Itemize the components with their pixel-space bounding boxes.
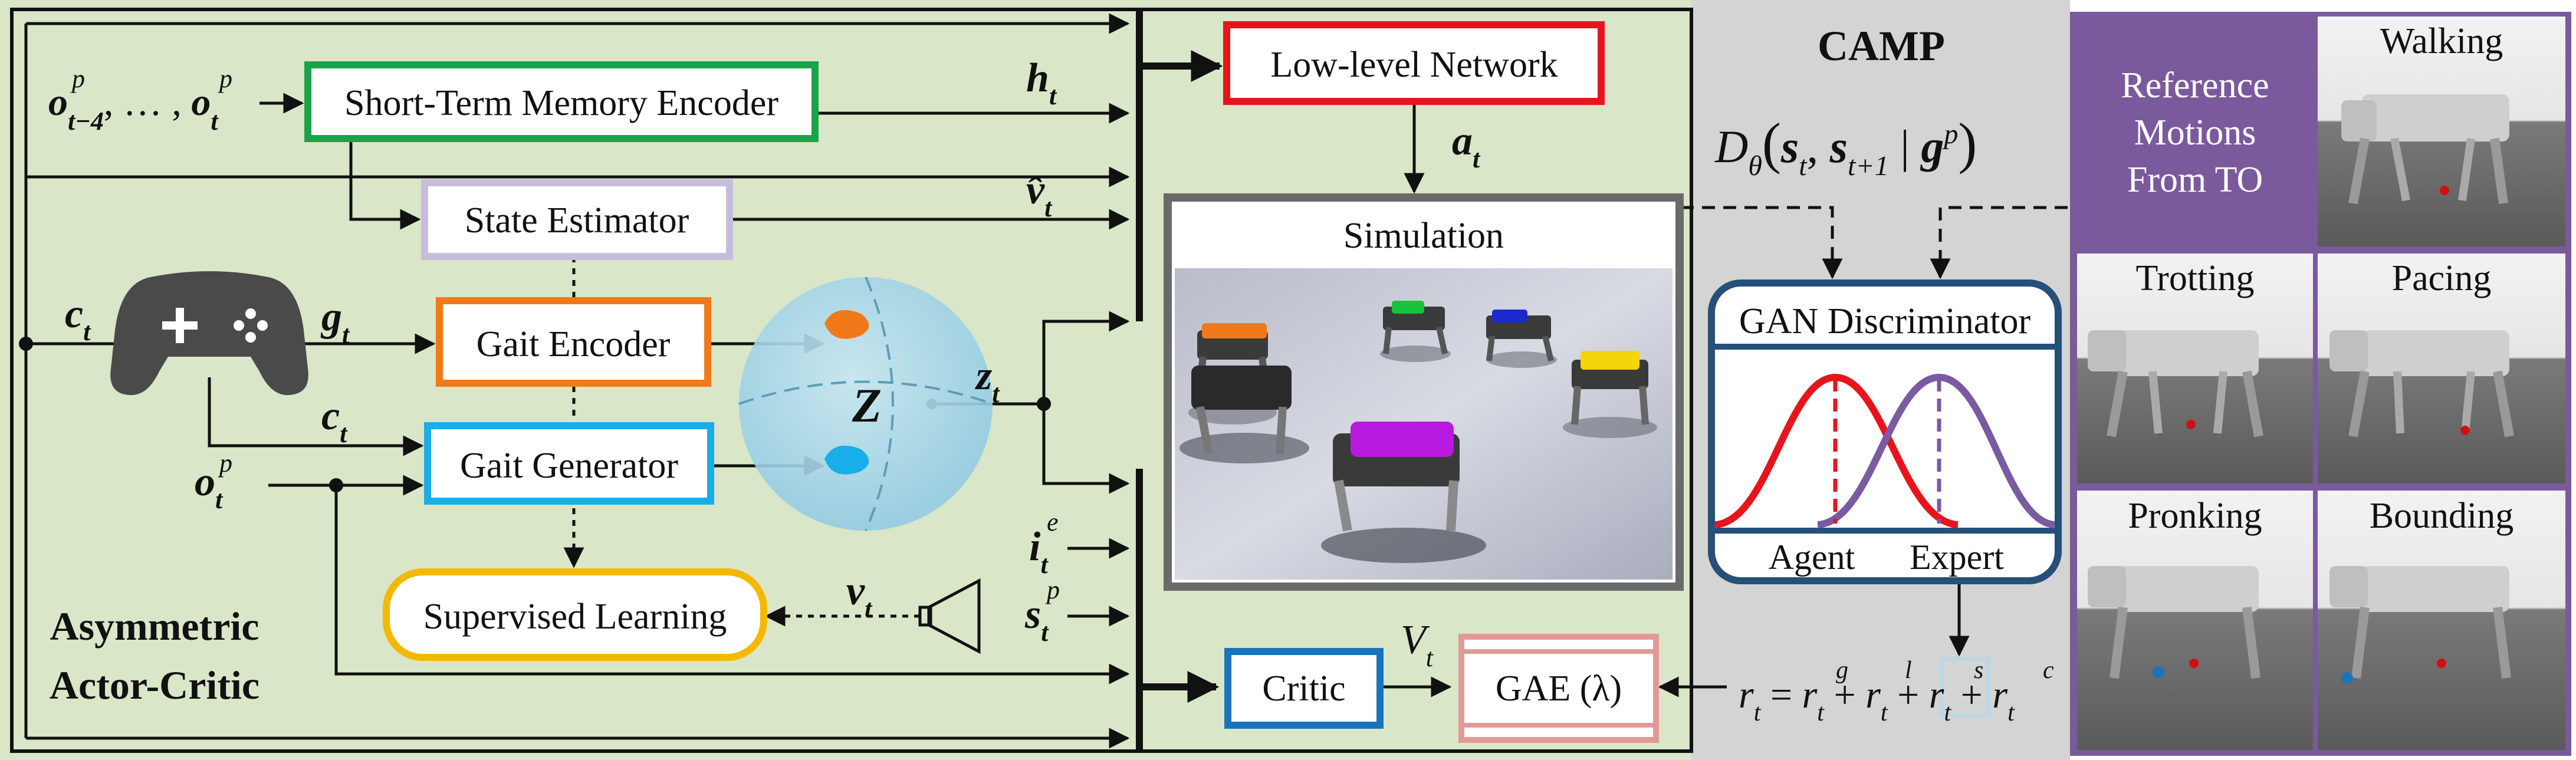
ref-title-line2: Motions [2134, 113, 2256, 153]
reward-sup-c: c [2043, 657, 2054, 684]
motion-label-trotting: Trotting [2135, 258, 2254, 298]
ref-title-line3: From TO [2127, 160, 2263, 200]
label-h: ht [1026, 55, 1057, 110]
label-Z: Z [852, 379, 882, 432]
label-z: zt [975, 353, 1000, 408]
gamepad-icon [110, 271, 308, 396]
label-a: at [1452, 119, 1481, 173]
motion-label-pronking: Pronking [2128, 496, 2262, 536]
ref-tile-pronking [2077, 491, 2313, 750]
obs-seq-sup-1: p [70, 64, 85, 93]
gae-box [1458, 634, 1659, 743]
short-term-memory-encoder-box [304, 61, 819, 142]
label-v-hat: v̂t [1026, 167, 1053, 222]
low-level-network-label: Low-level Network [1270, 45, 1558, 85]
gae-label: GAE (λ) [1496, 669, 1622, 709]
wire [1681, 206, 1843, 279]
wire [1042, 404, 1130, 494]
stm-label: Short-Term Memory Encoder [344, 83, 778, 123]
critic-label: Critic [1262, 669, 1345, 709]
discriminator-formula: Dθ(st, st+1 | gp) [1714, 111, 1977, 182]
label-c-gen: ct [321, 393, 348, 448]
expert-distribution-curve [1817, 373, 2055, 528]
label-i: it [1029, 524, 1049, 579]
outer-frame [10, 8, 1693, 753]
label-V: Vt [1401, 617, 1434, 672]
robot-blue [1486, 310, 1557, 368]
ref-tile-trotting [2077, 254, 2313, 483]
simulation-label: Simulation [1343, 216, 1504, 256]
ref-tile-walking [2318, 17, 2565, 246]
gait-generator-box [424, 422, 714, 505]
robot-green [1380, 301, 1451, 362]
reference-title-cell [2077, 17, 2313, 246]
supervised-learning-label: Supervised Learning [423, 597, 727, 637]
gait-encoder-label: Gait Encoder [477, 324, 671, 364]
wire [208, 377, 424, 456]
gait-encoder-box [436, 297, 711, 387]
label-o: ot [195, 459, 224, 514]
agent-distribution-curve [1714, 373, 1959, 528]
style-reward-highlight [1940, 657, 1990, 717]
wire [334, 485, 1130, 685]
obs-seq-sup-2: p [218, 64, 232, 93]
latent-sphere-icon [738, 277, 993, 531]
reward-sup-s: s [1974, 657, 1983, 684]
robot-purple [1321, 422, 1486, 563]
section-title-line2: Actor-Critic [50, 663, 259, 708]
reward-formula: rt = rt + rt + rt + rt [1739, 673, 2015, 726]
section-title-line1: Asymmetric [50, 604, 259, 649]
reward-sup-g: g [1836, 657, 1848, 684]
motion-label-bounding: Bounding [2370, 496, 2514, 536]
supervised-learning-box [383, 568, 767, 661]
ref-title-line1: Reference [2121, 65, 2269, 106]
wire [349, 139, 421, 230]
low-level-network-box [1223, 21, 1605, 105]
expert-label: Expert [1910, 538, 2004, 577]
agent-label: Agent [1769, 538, 1855, 577]
label-v: vt [846, 568, 873, 623]
wire [1042, 311, 1130, 404]
ref-tile-pacing [2318, 254, 2565, 483]
ref-tile-bounding [2318, 491, 2565, 750]
state-estimator-box [421, 179, 733, 260]
gait-generator-label: Gait Generator [460, 446, 678, 486]
reward-sup-l: l [1905, 657, 1912, 684]
label-i-sup: e [1047, 508, 1059, 537]
gan-label: GAN Discriminator [1739, 301, 2031, 341]
motion-label-walking: Walking [2380, 21, 2503, 61]
robot-black [1179, 366, 1309, 463]
label-s-sup: p [1045, 575, 1060, 604]
camp-title: CAMP [1818, 22, 1945, 70]
wire [1930, 206, 2068, 279]
motion-label-pacing: Pacing [2392, 258, 2492, 298]
label-o-sup: p [218, 449, 232, 478]
label-g: gt [320, 294, 350, 349]
robot-yellow [1563, 351, 1657, 438]
obs-seq-label: ot−4, … , ot [48, 81, 219, 136]
label-s: st [1024, 592, 1049, 647]
state-estimator-label: State Estimator [465, 200, 689, 241]
label-c-main: ct [65, 291, 91, 346]
critic-box [1224, 648, 1384, 729]
megaphone-icon [918, 578, 981, 654]
